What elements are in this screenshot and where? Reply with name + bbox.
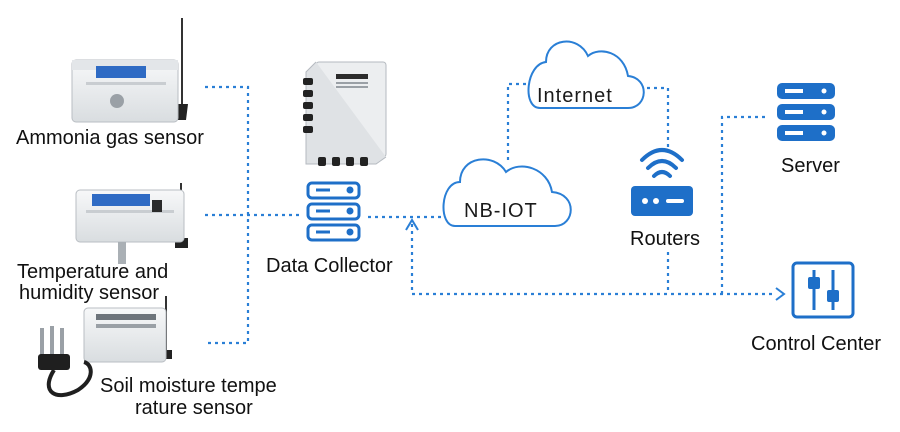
nbiot-cloud-icon xyxy=(442,158,572,227)
ammonia-sensor-image xyxy=(71,18,188,123)
temperature-humidity-sensor-image xyxy=(75,183,188,264)
line-internet-router xyxy=(640,86,670,150)
data-collector-label: Data Collector xyxy=(266,255,393,277)
server-label: Server xyxy=(781,155,840,177)
line-bus-bottom xyxy=(410,224,775,296)
line-server xyxy=(720,115,766,294)
line-nbiot-internet xyxy=(506,82,535,160)
server-icon xyxy=(777,83,835,141)
internet-cloud-icon xyxy=(527,40,645,109)
soil-sensor-label-line2: rature sensor xyxy=(135,397,253,419)
routers-label: Routers xyxy=(630,228,701,250)
collector-server-icon xyxy=(306,181,361,242)
wifi-router-icon xyxy=(631,148,693,216)
soil-moisture-sensor-image xyxy=(38,296,172,398)
temperature-sensor-label-line1: Temperature and xyxy=(17,261,169,283)
sliders-icon xyxy=(791,261,855,319)
arrow-up-collector xyxy=(405,218,419,231)
connection-lines xyxy=(205,82,775,345)
nbiot-label: NB-IOT xyxy=(464,200,538,222)
internet-label: Internet xyxy=(537,85,613,107)
data-collector-hardware-image xyxy=(303,61,387,166)
control-center-label: Control Center xyxy=(751,333,882,355)
arrow-control-center xyxy=(775,287,786,301)
soil-sensor-label-line1: Soil moisture tempe xyxy=(100,375,277,397)
ammonia-sensor-label: Ammonia gas sensor xyxy=(16,127,204,149)
temperature-sensor-label-line2: humidity sensor xyxy=(19,282,160,304)
